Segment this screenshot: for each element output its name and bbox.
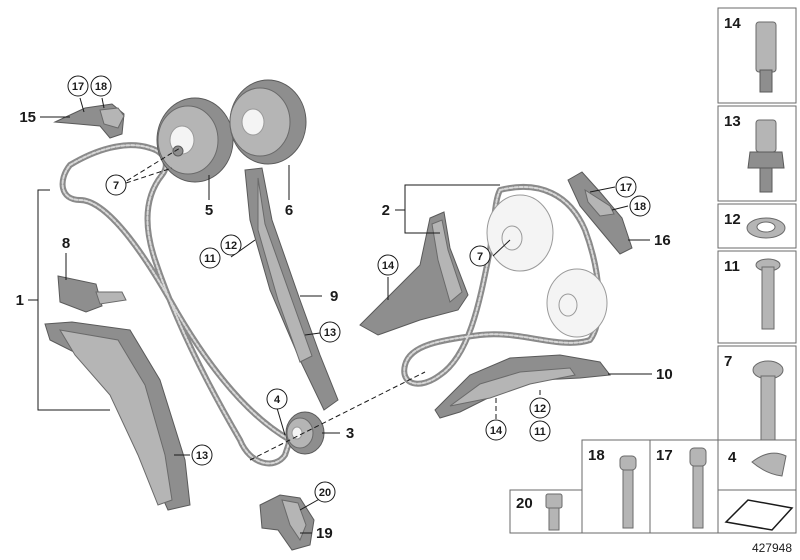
box-label-17: 17 <box>656 447 673 464</box>
orientation-arrow-icon <box>724 499 794 531</box>
parts-box-arrow <box>717 489 797 534</box>
parts-box-4: 4 <box>717 439 797 491</box>
part-9-tensioning-rail <box>244 167 339 411</box>
circle-20: 20 <box>319 487 331 499</box>
callout-16: 16 <box>654 232 671 249</box>
callout-5: 5 <box>205 202 213 219</box>
parts-box-11: 11 <box>717 250 797 344</box>
callout-6: 6 <box>285 202 293 219</box>
parts-box-14: 14 <box>717 7 797 104</box>
axis-line-upper <box>119 147 181 186</box>
exhaust-sprocket-upper <box>486 194 554 272</box>
circled-callouts: 7 17 18 11 12 13 14 7 17 18 13 4 20 14 1… <box>67 75 651 503</box>
part-3-crankshaft-sprocket <box>285 411 325 455</box>
parts-box-18: 18 <box>581 439 651 534</box>
callout-9: 9 <box>330 288 338 305</box>
parts-box-13: 13 <box>717 105 797 202</box>
circle-17-right: 17 <box>620 182 632 194</box>
circle-17-left: 17 <box>72 81 84 93</box>
part-5-camshaft-sprocket <box>156 97 234 183</box>
circle-14-middle: 14 <box>382 260 395 272</box>
exhaust-sprocket-lower <box>546 268 608 338</box>
callout-19: 19 <box>316 525 333 542</box>
left-guide-rail <box>44 321 191 511</box>
callout-3: 3 <box>346 425 354 442</box>
circle-12-left: 12 <box>225 240 237 252</box>
circle-18-right: 18 <box>634 201 646 213</box>
middle-guide-rail <box>359 211 469 336</box>
circle-18-left: 18 <box>95 81 107 93</box>
box-label-7: 7 <box>724 353 732 370</box>
circle-12-bottom: 12 <box>534 403 546 415</box>
circle-11-left: 11 <box>204 253 216 265</box>
parts-box-17: 17 <box>649 439 719 534</box>
box-label-13: 13 <box>724 113 741 130</box>
callout-8: 8 <box>62 235 70 252</box>
circle-7-left: 7 <box>113 180 119 192</box>
circle-7-right: 7 <box>477 251 483 263</box>
box-label-20: 20 <box>516 495 533 512</box>
circle-13-bottom: 13 <box>196 450 208 462</box>
leader-lines <box>28 97 652 534</box>
circle-14-bottom: 14 <box>490 425 503 437</box>
callout-2: 2 <box>382 202 390 219</box>
part-10-guide-rail <box>434 354 611 419</box>
box-label-18: 18 <box>588 447 605 464</box>
part-6-camshaft-sprocket <box>229 79 307 165</box>
part-15-bracket <box>53 103 125 139</box>
box-label-12: 12 <box>724 211 741 228</box>
box-label-11: 11 <box>724 258 740 275</box>
parts-box-20: 20 <box>509 489 583 534</box>
axis-line <box>249 371 426 461</box>
parts-box-12: 12 <box>717 203 797 249</box>
callout-1: 1 <box>16 292 24 309</box>
callout-15: 15 <box>19 109 36 126</box>
box-label-14: 14 <box>724 15 741 32</box>
reference-number: 427948 <box>752 541 792 555</box>
part-16-bracket <box>567 171 633 255</box>
callout-10: 10 <box>656 366 673 383</box>
right-timing-chain <box>401 183 602 387</box>
circle-11-bottom: 11 <box>534 426 546 438</box>
part-19-chain-guide <box>259 494 315 551</box>
box-label-4: 4 <box>728 449 737 466</box>
circle-13-rail: 13 <box>324 327 336 339</box>
circle-4: 4 <box>274 394 281 406</box>
part-8-chain-tensioner <box>57 275 127 313</box>
